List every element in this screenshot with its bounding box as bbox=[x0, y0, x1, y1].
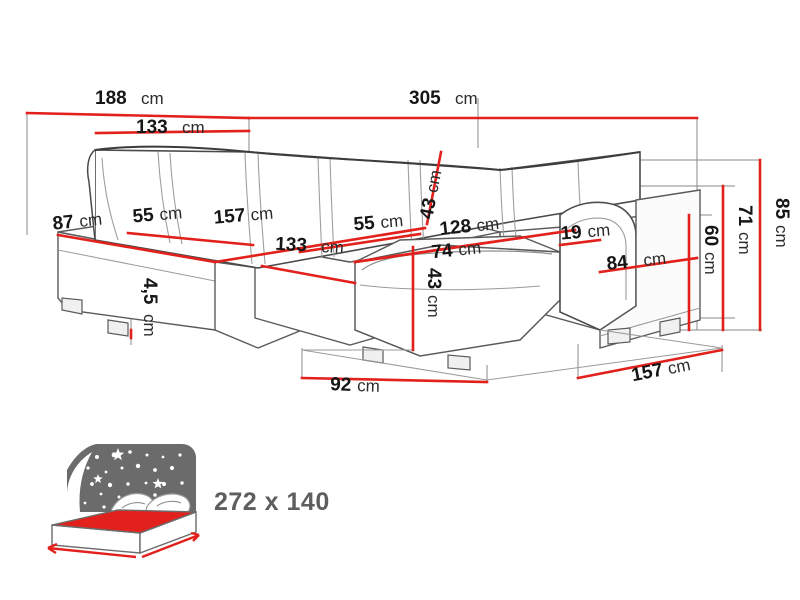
dimline-133-top bbox=[94, 129, 251, 135]
dim-92-unit: cm bbox=[357, 376, 380, 396]
dim-55left-value: 55 bbox=[132, 205, 155, 228]
dim-157foot-unit: cm bbox=[666, 355, 692, 378]
dim-43ott-unit: cm bbox=[424, 295, 443, 318]
dim-92-value: 92 bbox=[330, 374, 352, 396]
dim-157seat-value: 157 bbox=[213, 205, 246, 229]
bed-moon-sweep bbox=[67, 452, 92, 512]
dimline-188 bbox=[25, 111, 251, 120]
leg-left-chaise bbox=[107, 319, 129, 337]
dimline-55-mid bbox=[298, 232, 422, 254]
dim-128-value: 128 bbox=[439, 216, 473, 240]
dim-87-value: 87 bbox=[52, 212, 75, 235]
dim-55mid-unit: cm bbox=[380, 211, 404, 232]
dim-71-value: 71 bbox=[734, 205, 755, 227]
dim-45-value: 4,5 bbox=[139, 278, 160, 305]
right-side-body bbox=[599, 189, 701, 349]
dim-305-value: 305 bbox=[409, 88, 441, 109]
dim-43back-value: 43 bbox=[416, 196, 441, 221]
sleeping-area-label: 272 x 140 bbox=[214, 488, 330, 516]
dimension-label-45: 4,5 cm bbox=[139, 278, 160, 337]
leg-front-left bbox=[61, 297, 83, 315]
ottoman-seam bbox=[359, 284, 541, 291]
dimension-label-85: 85 cm bbox=[771, 198, 792, 248]
dimline-43-backrest bbox=[425, 150, 443, 226]
right-arm-inner-seam bbox=[567, 217, 627, 300]
bed-mattress-top-edge bbox=[51, 509, 197, 534]
backrest-left-end bbox=[86, 149, 96, 241]
dim-84-value: 84 bbox=[606, 252, 630, 275]
dim-157seat-unit: cm bbox=[250, 204, 274, 225]
dimline-133-seat bbox=[260, 264, 357, 285]
dimension-label-74: 74 cm bbox=[431, 238, 482, 263]
dimension-label-133-seat: 133 cm bbox=[275, 234, 345, 258]
dimension-label-157-seat: 157 cm bbox=[213, 204, 274, 229]
dimension-lines bbox=[25, 111, 762, 384]
dimline-92 bbox=[300, 376, 489, 384]
dim-133seat-value: 133 bbox=[275, 234, 308, 257]
bed-pillow-left-fold bbox=[121, 502, 146, 509]
ottoman-top bbox=[354, 235, 561, 263]
dim-188-unit: cm bbox=[141, 89, 164, 108]
sofa-illustration bbox=[57, 145, 723, 381]
dimension-label-128: 128 cm bbox=[439, 214, 500, 240]
dim-55left-unit: cm bbox=[159, 203, 183, 224]
dim-55mid-value: 55 bbox=[353, 213, 376, 236]
ottoman-front-roll bbox=[361, 250, 553, 271]
dimension-label-71: 71 cm bbox=[734, 205, 755, 255]
dimension-label-55-left: 55 cm bbox=[132, 203, 183, 228]
dim-45-unit: cm bbox=[140, 314, 159, 337]
dim-19-unit: cm bbox=[587, 220, 611, 241]
dimension-label-157-foot: 157 cm bbox=[630, 355, 692, 386]
dimension-label-60: 60 cm bbox=[700, 225, 721, 275]
bed-dimension-arrows bbox=[47, 531, 200, 559]
dimension-label-87: 87 cm bbox=[52, 210, 103, 235]
dimline-74 bbox=[353, 236, 522, 264]
dim-87-unit: cm bbox=[78, 210, 103, 231]
dimension-label-19: 19 cm bbox=[560, 220, 611, 245]
leg-right-front bbox=[607, 327, 631, 345]
dim-60-unit: cm bbox=[701, 252, 720, 275]
dimension-label-305: 305 cm bbox=[409, 88, 478, 109]
dim-85-unit: cm bbox=[772, 225, 791, 248]
dimline-19 bbox=[558, 238, 602, 247]
dim-74-unit: cm bbox=[457, 238, 482, 259]
dim-84-unit: cm bbox=[642, 249, 667, 270]
leg-ottoman-front bbox=[447, 354, 471, 371]
dimension-label-55-mid: 55 cm bbox=[353, 211, 404, 236]
dim-43ott-value: 43 bbox=[423, 268, 444, 289]
dim-60-value: 60 bbox=[700, 225, 721, 246]
bed-mattress-top bbox=[52, 510, 196, 533]
dim-133top-value: 133 bbox=[136, 117, 168, 138]
dim-133seat-unit: cm bbox=[321, 237, 345, 257]
dimension-label-133-top: 133 cm bbox=[136, 117, 205, 138]
dim-19-value: 19 bbox=[560, 222, 583, 245]
dim-74-value: 74 bbox=[431, 240, 455, 263]
dimension-label-188: 188 cm bbox=[95, 88, 164, 109]
dimline-87 bbox=[56, 233, 217, 264]
dim-305-unit: cm bbox=[455, 89, 478, 108]
dimension-label-84: 84 cm bbox=[606, 249, 667, 275]
dim-43back-unit: cm bbox=[422, 168, 445, 194]
dim-85-value: 85 bbox=[771, 198, 792, 220]
dim-71-unit: cm bbox=[735, 232, 754, 255]
bed-sleeping-area-icon: 272 x 140 bbox=[47, 444, 330, 559]
dimension-label-43-backrest: 43 cm bbox=[416, 168, 445, 221]
dimline-157-foot bbox=[576, 348, 724, 380]
dimline-157-seat bbox=[213, 226, 427, 264]
backrest-top-edge bbox=[94, 145, 641, 172]
dimension-label-92: 92 cm bbox=[330, 374, 380, 396]
dim-188-value: 188 bbox=[95, 88, 127, 109]
dimline-84 bbox=[598, 256, 699, 274]
footprint-outline bbox=[301, 329, 723, 381]
leg-right-rear bbox=[659, 317, 681, 337]
dimline-55-left bbox=[126, 231, 255, 247]
dim-133top-unit: cm bbox=[182, 118, 205, 137]
dim-128-unit: cm bbox=[475, 214, 500, 235]
bed-pillow-right-fold bbox=[156, 500, 182, 507]
dimension-label-43-ottoman: 43 cm bbox=[423, 268, 444, 318]
